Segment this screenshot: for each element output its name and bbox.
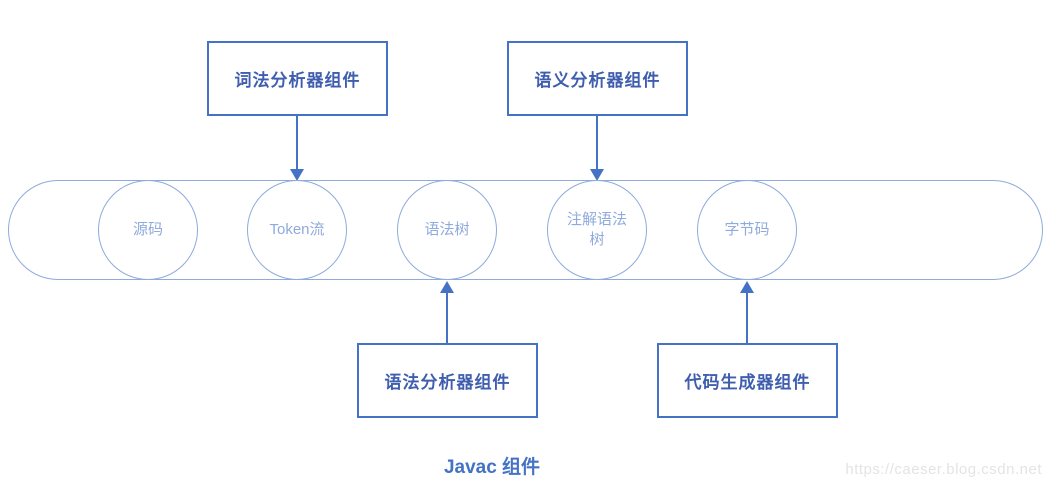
lexer-arrow-line xyxy=(296,116,298,169)
semantic-arrow-line xyxy=(596,116,598,169)
codegen-arrow-up-icon xyxy=(740,281,754,293)
codegen-arrow-line xyxy=(746,292,748,343)
watermark-url: https://caeser.blog.csdn.net xyxy=(845,461,1042,478)
parser-arrow-up-icon xyxy=(440,281,454,293)
stage-circle-token-stream: Token流 xyxy=(247,180,347,280)
semantic-arrow-down-icon xyxy=(590,169,604,181)
semantic-analyzer-component-box: 语义分析器组件 xyxy=(507,41,688,116)
parser-arrow-line xyxy=(446,292,448,343)
parser-component-box: 语法分析器组件 xyxy=(357,343,538,418)
diagram-title: Javac 组件 xyxy=(443,457,541,478)
stage-circle-bytecode: 字节码 xyxy=(697,180,797,280)
lexer-component-box: 词法分析器组件 xyxy=(207,41,388,116)
stage-circle-annotated-syntax-tree: 注解语法树 xyxy=(547,180,647,280)
codegen-component-box: 代码生成器组件 xyxy=(657,343,838,418)
lexer-arrow-down-icon xyxy=(290,169,304,181)
stage-circle-syntax-tree: 语法树 xyxy=(397,180,497,280)
stage-circle-source: 源码 xyxy=(98,180,198,280)
